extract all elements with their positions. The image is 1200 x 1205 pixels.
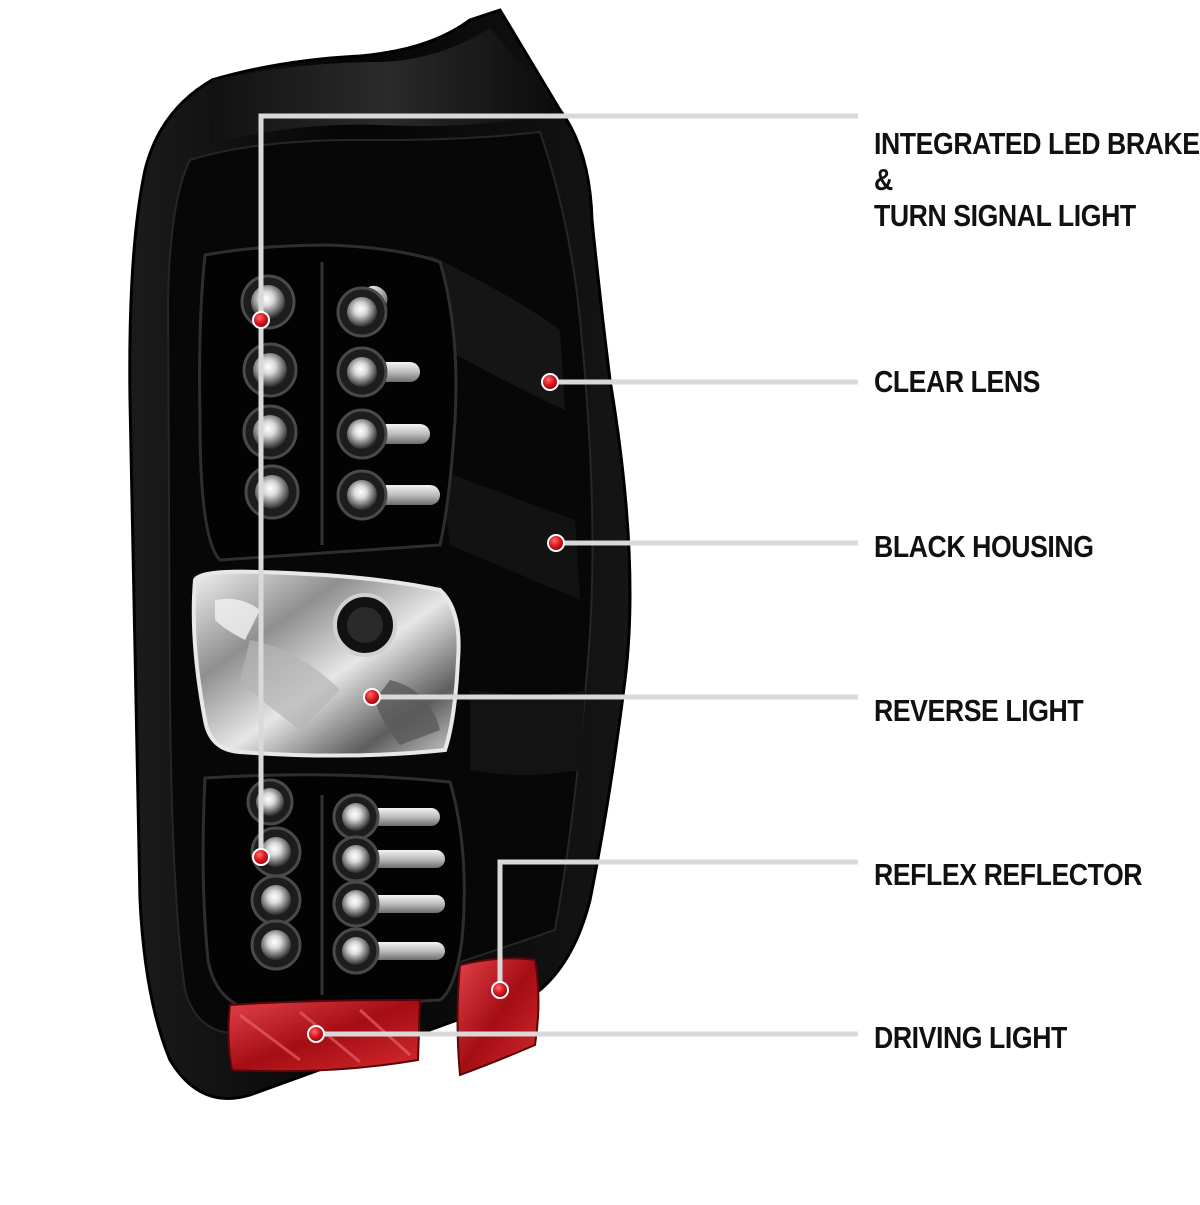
callout-reverse-light: REVERSE LIGHT	[874, 693, 1084, 729]
callout-integrated-led: INTEGRATED LED BRAKE & TURN SIGNAL LIGHT	[874, 126, 1200, 234]
callout-reverse-light-line-1: REVERSE LIGHT	[874, 693, 1084, 728]
marker-dot	[547, 534, 565, 552]
marker-dot	[491, 981, 509, 999]
marker-dot	[252, 848, 270, 866]
marker-dot	[363, 688, 381, 706]
marker-dot	[541, 373, 559, 391]
callout-integrated-led-line-1: INTEGRATED LED BRAKE	[874, 126, 1200, 161]
leader-reflex-reflector	[497, 859, 858, 990]
marker-dot	[307, 1025, 325, 1043]
callout-black-housing: BLACK HOUSING	[874, 529, 1094, 565]
callout-integrated-led-line-2: &	[874, 162, 893, 197]
callout-integrated-led-line-3: TURN SIGNAL LIGHT	[874, 198, 1136, 233]
callout-driving-light-line-1: DRIVING LIGHT	[874, 1020, 1067, 1055]
marker-dots	[252, 311, 565, 1043]
callout-clear-lens-line-1: CLEAR LENS	[874, 364, 1041, 399]
upper-right-leds	[336, 285, 440, 521]
callout-reflex-reflector: REFLEX REFLECTOR	[874, 857, 1143, 893]
lower-right-leds	[332, 793, 445, 975]
callout-clear-lens: CLEAR LENS	[874, 364, 1040, 400]
callout-reflex-reflector-line-1: REFLEX REFLECTOR	[874, 857, 1143, 892]
marker-dot	[252, 311, 270, 329]
leader-integrated-led	[258, 113, 858, 857]
callout-black-housing-line-1: BLACK HOUSING	[874, 529, 1094, 564]
callout-driving-light: DRIVING LIGHT	[874, 1020, 1067, 1056]
